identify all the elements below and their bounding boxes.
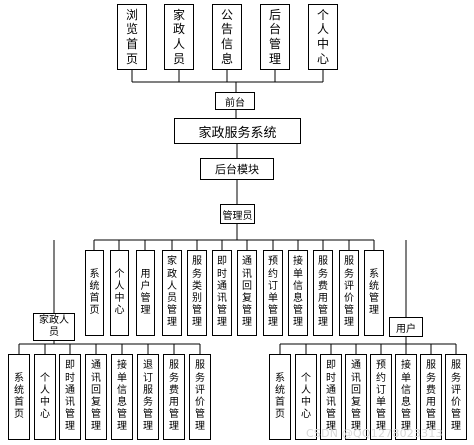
admin-module-box: 服务费用管理: [313, 250, 333, 336]
user-module-label: 即时通讯管理: [326, 360, 336, 433]
front-node-label: 前台: [225, 97, 245, 109]
staff-module-box: 系统首页: [8, 354, 30, 440]
admin-module-label: 系统首页: [89, 268, 100, 317]
admin-module-label: 服务类别管理: [192, 256, 202, 329]
staff-module-label: 即时通讯管理: [65, 360, 75, 433]
user-module-label: 预约订单管理: [376, 360, 386, 433]
staff-module-box: 通讯回复管理: [85, 354, 107, 440]
admin-module-label: 即时通讯管理: [217, 256, 227, 329]
user-module-label: 接单信息管理: [401, 360, 411, 433]
admin-module-label: 用户管理: [140, 268, 151, 317]
backend-node: 后台模块: [200, 158, 274, 180]
admin-module-label: 接单信息管理: [293, 256, 303, 329]
staff-module-box: 服务费用管理: [163, 354, 185, 440]
user-module-box: 服务评价管理: [445, 354, 467, 440]
admin-module-box: 系统管理: [364, 250, 384, 336]
user-module-box: 通讯回复管理: [345, 354, 367, 440]
watermark: CSDN @QQ1278023313: [306, 427, 443, 440]
backend-node-label: 后台模块: [215, 163, 259, 176]
admin-module-label: 家政人员管理: [167, 256, 177, 329]
top-module-box: 家政人员: [164, 4, 194, 70]
user-module-box: 系统首页: [269, 354, 291, 440]
staff-module-label: 服务费用管理: [169, 360, 179, 433]
user-module-label: 通讯回复管理: [351, 360, 361, 433]
system-node: 家政服务系统: [174, 118, 301, 144]
staff-module-box: 个人中心: [34, 354, 56, 440]
staff-node: 家政人员: [33, 313, 75, 341]
admin-module-box: 个人中心: [110, 250, 129, 336]
staff-module-box: 服务评价管理: [189, 354, 211, 440]
admin-module-box: 即时通讯管理: [212, 250, 232, 336]
staff-module-label: 退订服务管理: [143, 360, 153, 433]
user-module-box: 服务费用管理: [420, 354, 442, 440]
staff-module-label: 服务评价管理: [195, 360, 205, 433]
admin-module-box: 系统首页: [85, 250, 104, 336]
staff-module-box: 接单信息管理: [111, 354, 133, 440]
admin-module-box: 接单信息管理: [288, 250, 308, 336]
admin-node-label: 管理员: [222, 210, 253, 222]
front-node: 前台: [215, 92, 255, 110]
user-node-label: 用户: [396, 323, 416, 335]
top-module-label: 家政人员: [173, 7, 186, 66]
staff-module-box: 即时通讯管理: [59, 354, 81, 440]
admin-module-box: 家政人员管理: [162, 250, 182, 336]
user-module-label: 个人中心: [301, 372, 311, 421]
admin-node: 管理员: [220, 204, 255, 224]
admin-module-box: 通讯回复管理: [237, 250, 257, 336]
user-module-label: 服务评价管理: [451, 360, 461, 433]
top-module-label: 浏览首页: [126, 7, 139, 66]
system-node-label: 家政服务系统: [198, 125, 277, 141]
staff-module-label: 个人中心: [40, 372, 50, 421]
user-module-box: 个人中心: [295, 354, 317, 440]
admin-module-box: 预约订单管理: [263, 250, 283, 336]
staff-node-label: 家政人员: [39, 314, 69, 339]
admin-module-label: 服务费用管理: [318, 256, 328, 329]
admin-module-box: 服务类别管理: [187, 250, 207, 336]
top-module-label: 后台管理: [269, 7, 282, 66]
admin-module-label: 系统管理: [369, 268, 379, 317]
admin-module-box: 用户管理: [136, 250, 155, 336]
user-module-box: 接单信息管理: [395, 354, 417, 440]
user-module-box: 即时通讯管理: [320, 354, 342, 440]
staff-module-label: 通讯回复管理: [91, 360, 101, 433]
top-module-box: 浏览首页: [117, 4, 147, 70]
user-node: 用户: [389, 317, 423, 337]
top-module-box: 个人中心: [308, 4, 338, 70]
admin-module-label: 个人中心: [114, 268, 125, 317]
top-module-label: 个人中心: [317, 7, 330, 66]
user-module-label: 服务费用管理: [426, 360, 436, 433]
staff-module-label: 接单信息管理: [117, 360, 127, 433]
admin-module-box: 服务评价管理: [339, 250, 359, 336]
top-module-box: 后台管理: [260, 4, 290, 70]
top-module-label: 公告信息: [221, 7, 234, 66]
admin-module-label: 服务评价管理: [344, 256, 354, 329]
admin-module-label: 预约订单管理: [268, 256, 278, 329]
user-module-box: 预约订单管理: [370, 354, 392, 440]
staff-module-box: 退订服务管理: [137, 354, 159, 440]
user-module-label: 系统首页: [275, 372, 285, 421]
admin-module-label: 通讯回复管理: [242, 256, 252, 329]
staff-module-label: 系统首页: [14, 372, 24, 421]
top-module-box: 公告信息: [212, 4, 242, 70]
